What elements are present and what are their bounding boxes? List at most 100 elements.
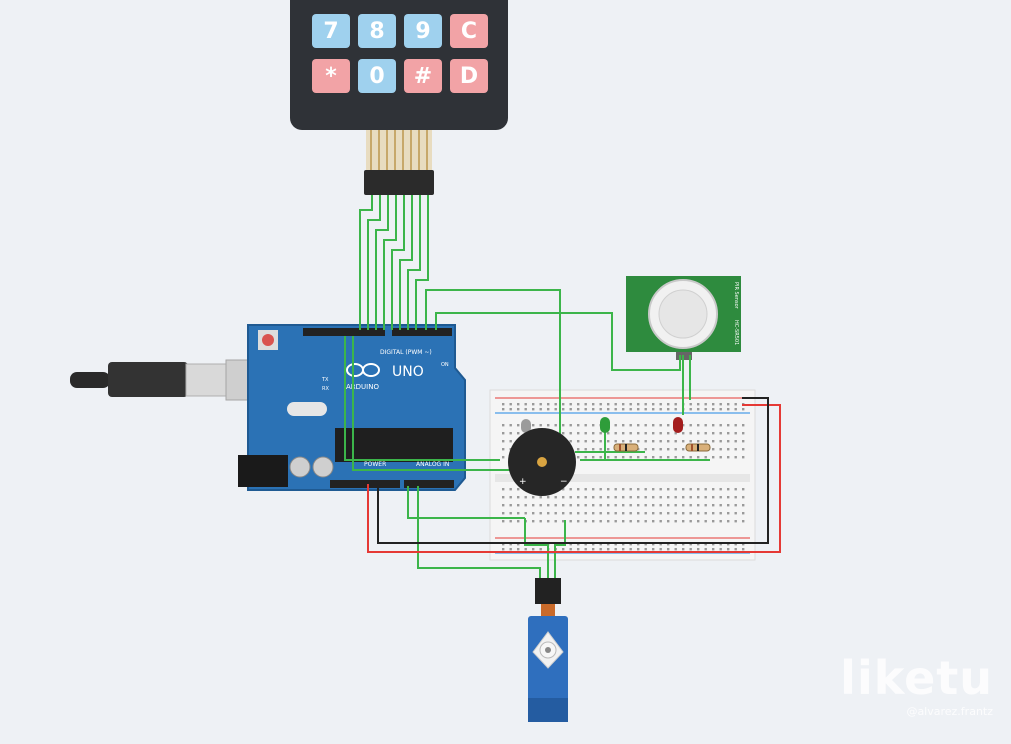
arduino-logo bbox=[346, 363, 380, 377]
keypad-key[interactable] bbox=[312, 59, 350, 93]
watermark-brand: liketu bbox=[840, 651, 993, 705]
breadboard-hole bbox=[584, 403, 587, 406]
keypad-key[interactable] bbox=[404, 14, 442, 48]
breadboard-hole bbox=[599, 432, 602, 435]
breadboard-hole bbox=[682, 424, 685, 427]
breadboard-hole bbox=[697, 403, 700, 406]
breadboard-hole bbox=[554, 520, 557, 523]
breadboard-hole bbox=[539, 512, 542, 515]
reset-button[interactable] bbox=[262, 334, 274, 346]
breadboard-hole bbox=[599, 408, 602, 411]
breadboard-hole bbox=[592, 432, 595, 435]
breadboard-hole bbox=[637, 488, 640, 491]
breadboard-hole bbox=[727, 488, 730, 491]
breadboard-hole bbox=[637, 512, 640, 515]
breadboard-hole bbox=[554, 403, 557, 406]
breadboard-hole bbox=[524, 496, 527, 499]
keypad-key[interactable] bbox=[358, 59, 396, 93]
breadboard-hole bbox=[532, 548, 535, 551]
wire-keypad-1 bbox=[359, 195, 373, 330]
led-red bbox=[673, 417, 683, 433]
breadboard-hole bbox=[614, 543, 617, 546]
breadboard-hole bbox=[682, 496, 685, 499]
breadboard-hole bbox=[607, 512, 610, 515]
breadboard-hole bbox=[547, 520, 550, 523]
breadboard-hole bbox=[689, 496, 692, 499]
breadboard-hole bbox=[629, 488, 632, 491]
breadboard-hole bbox=[509, 440, 512, 443]
breadboard-hole bbox=[599, 456, 602, 459]
breadboard-hole bbox=[697, 432, 700, 435]
keypad-key[interactable] bbox=[450, 59, 488, 93]
wire-keypad-6 bbox=[399, 195, 413, 330]
breadboard-hole bbox=[592, 520, 595, 523]
breadboard-hole bbox=[719, 456, 722, 459]
keypad-key-label: 7 bbox=[323, 19, 338, 44]
breadboard-hole bbox=[652, 424, 655, 427]
breadboard-hole bbox=[712, 432, 715, 435]
keypad-key[interactable] bbox=[312, 14, 350, 48]
breadboard-hole bbox=[539, 504, 542, 507]
breadboard-hole bbox=[734, 512, 737, 515]
breadboard-hole bbox=[577, 488, 580, 491]
breadboard-hole bbox=[584, 408, 587, 411]
keypad-key[interactable] bbox=[358, 14, 396, 48]
breadboard-hole bbox=[667, 488, 670, 491]
breadboard-hole bbox=[719, 448, 722, 451]
breadboard-hole bbox=[584, 432, 587, 435]
breadboard-hole bbox=[727, 504, 730, 507]
breadboard-hole bbox=[502, 403, 505, 406]
breadboard-hole bbox=[502, 448, 505, 451]
analog-header-label: ANALOG IN bbox=[416, 461, 449, 468]
breadboard-hole bbox=[644, 548, 647, 551]
breadboard-hole bbox=[727, 456, 730, 459]
power-header-label: POWER bbox=[364, 461, 386, 468]
breadboard-hole bbox=[674, 408, 677, 411]
breadboard-hole bbox=[644, 456, 647, 459]
breadboard-hole bbox=[517, 504, 520, 507]
breadboard-hole bbox=[614, 512, 617, 515]
wire-keypad-2 bbox=[367, 195, 381, 330]
breadboard-hole bbox=[592, 496, 595, 499]
breadboard-hole bbox=[592, 440, 595, 443]
breadboard-hole bbox=[547, 424, 550, 427]
breadboard-hole bbox=[704, 403, 707, 406]
breadboard-hole bbox=[674, 512, 677, 515]
breadboard-hole bbox=[509, 543, 512, 546]
breadboard-hole bbox=[622, 496, 625, 499]
breadboard-hole bbox=[667, 456, 670, 459]
breadboard-hole bbox=[584, 504, 587, 507]
breadboard-hole bbox=[614, 403, 617, 406]
breadboard-hole bbox=[682, 512, 685, 515]
breadboard-hole bbox=[734, 496, 737, 499]
breadboard-hole bbox=[667, 448, 670, 451]
breadboard-hole bbox=[577, 520, 580, 523]
wires bbox=[344, 195, 781, 580]
breadboard-hole bbox=[659, 548, 662, 551]
breadboard-hole bbox=[652, 448, 655, 451]
breadboard-hole bbox=[517, 520, 520, 523]
breadboard-hole bbox=[667, 504, 670, 507]
breadboard-hole bbox=[607, 403, 610, 406]
breadboard-hole bbox=[727, 424, 730, 427]
breadboard-hole bbox=[569, 548, 572, 551]
keypad-key[interactable] bbox=[450, 14, 488, 48]
breadboard-hole bbox=[697, 488, 700, 491]
breadboard-hole bbox=[532, 403, 535, 406]
breadboard-hole bbox=[652, 548, 655, 551]
breadboard-hole bbox=[644, 543, 647, 546]
breadboard-hole bbox=[644, 488, 647, 491]
breadboard-hole bbox=[697, 512, 700, 515]
breadboard-hole bbox=[727, 432, 730, 435]
breadboard-hole bbox=[569, 424, 572, 427]
keypad-key[interactable] bbox=[404, 59, 442, 93]
breadboard-hole bbox=[742, 512, 745, 515]
breadboard-hole bbox=[509, 504, 512, 507]
breadboard-hole bbox=[562, 408, 565, 411]
breadboard-hole bbox=[562, 496, 565, 499]
breadboard-hole bbox=[674, 488, 677, 491]
breadboard-hole bbox=[742, 488, 745, 491]
breadboard-hole bbox=[577, 432, 580, 435]
breadboard-hole bbox=[622, 520, 625, 523]
breadboard-hole bbox=[689, 424, 692, 427]
